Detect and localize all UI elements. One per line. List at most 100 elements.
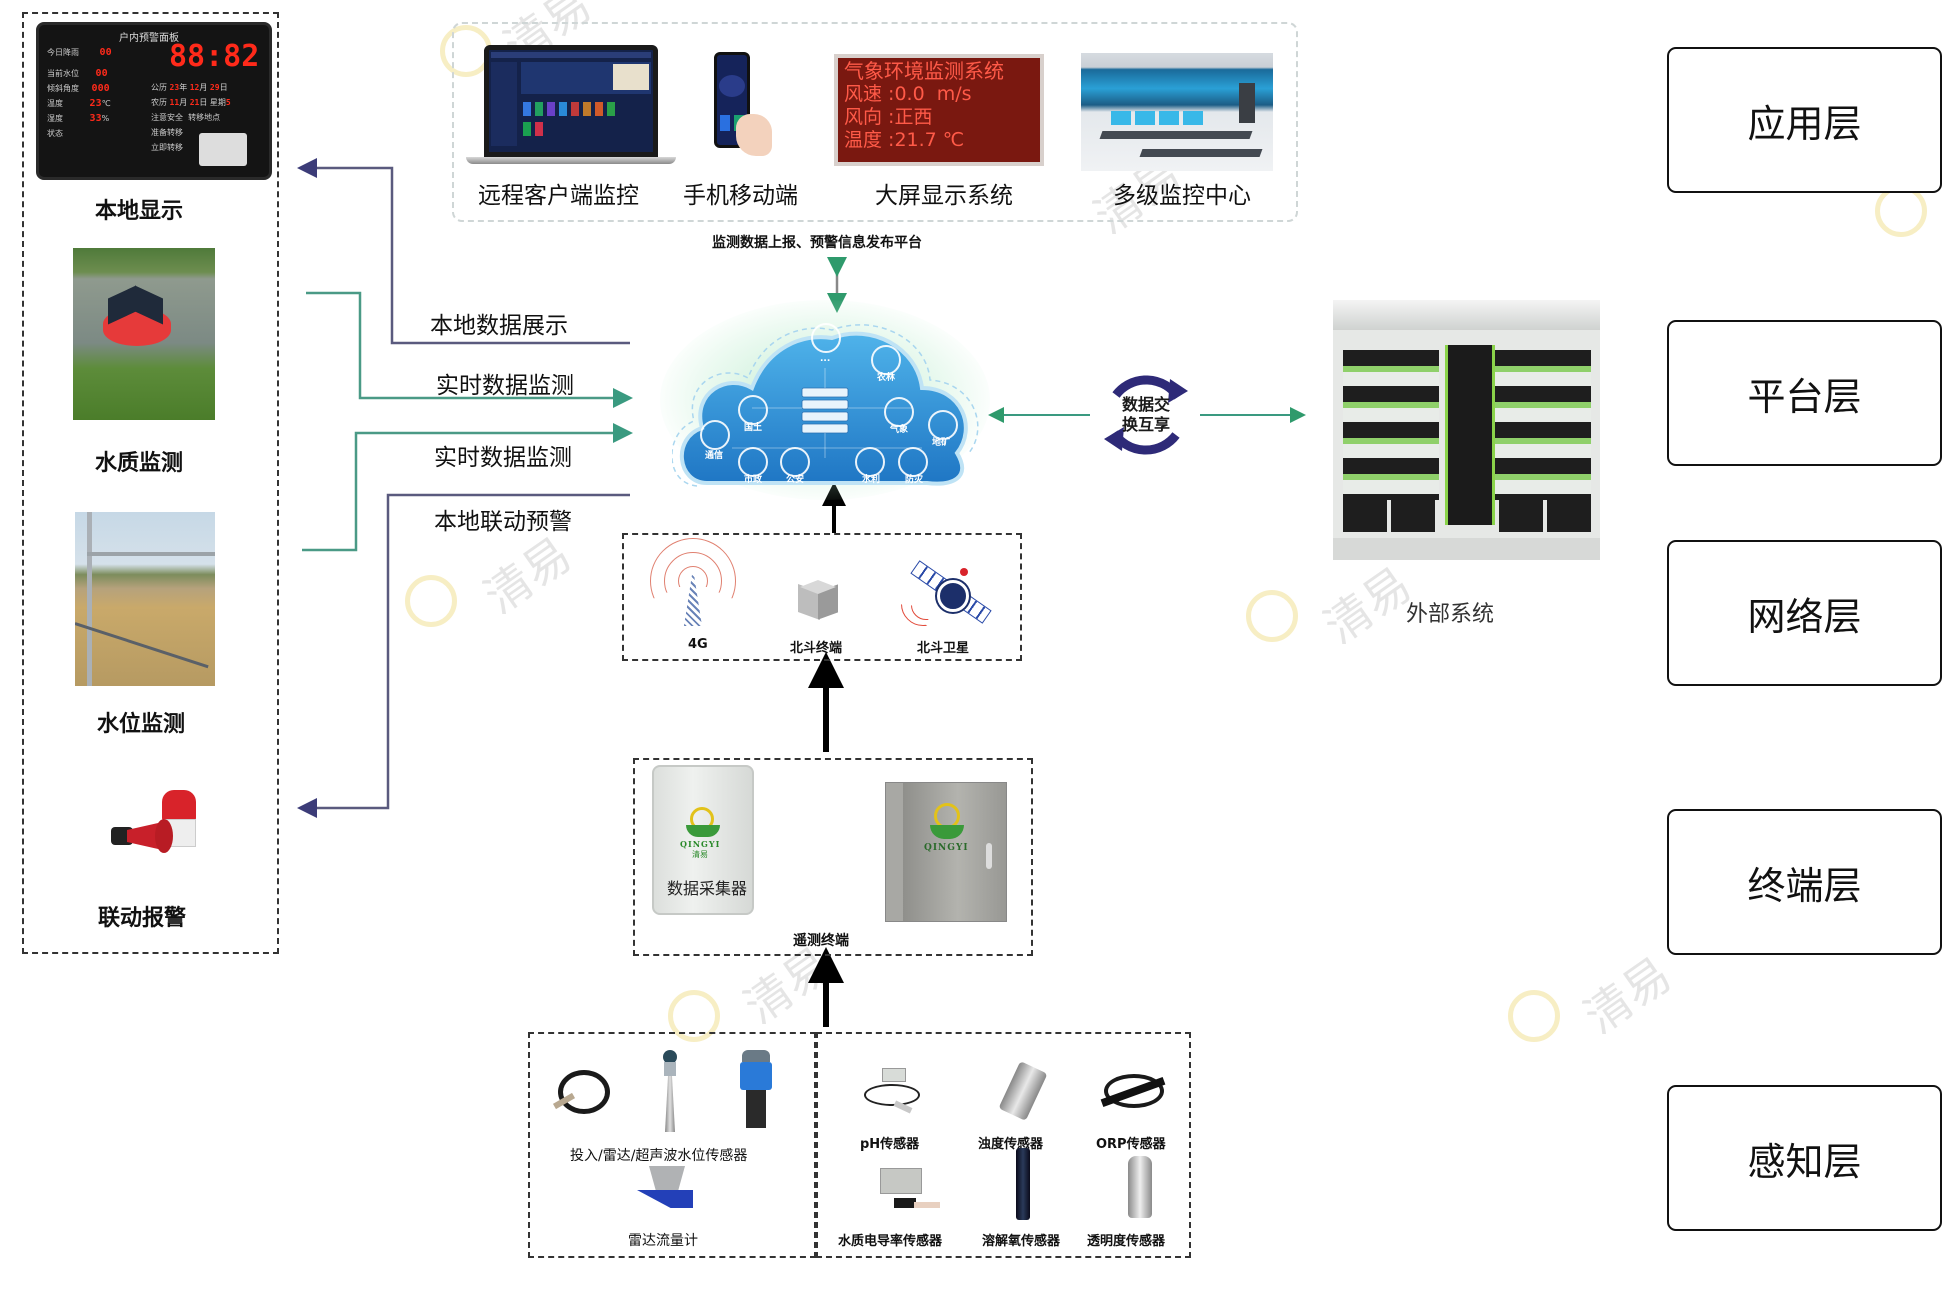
cloud-sector-label: 气象	[890, 425, 909, 435]
panel-note: 立即转移	[151, 143, 183, 152]
led-title: 气象环境监测系统	[844, 59, 1004, 83]
layer-network: 网络层	[1667, 540, 1942, 686]
orp-sensor-icon	[1100, 1070, 1170, 1116]
cloud-sector-label: 市政	[744, 475, 763, 485]
ph-sensor-icon	[860, 1068, 930, 1118]
exchange-label: 数据交 换互享	[1121, 395, 1170, 434]
local-item-label: 水质监测	[95, 451, 184, 476]
app-item-label: 多级监控中心	[1113, 183, 1251, 209]
telemetry-cabinet-icon: QINGYI	[885, 782, 1007, 922]
layer-terminal: 终端层	[1667, 809, 1942, 955]
data-collector-icon: QINGYI 清易 数据采集器	[652, 765, 754, 915]
flow-line-water-quality	[306, 291, 633, 408]
external-system-building-icon[interactable]	[1333, 300, 1600, 560]
panel-row: 湿度 33%	[47, 113, 110, 124]
brand-label: QINGYI	[680, 839, 721, 849]
conductivity-sensor-icon	[872, 1168, 942, 1218]
panel-row: 状态	[47, 129, 63, 138]
panel-row: 倾斜角度 000	[47, 83, 110, 94]
water-level-sensor-label: 投入/雷达/超声波水位传感器	[570, 1148, 748, 1164]
layer-application: 应用层	[1667, 47, 1942, 193]
flow-label: 本地数据展示	[430, 313, 568, 339]
control-room-icon[interactable]	[1081, 53, 1273, 171]
layer-platform: 平台层	[1667, 320, 1942, 466]
mobile-phone-icon[interactable]	[714, 52, 774, 156]
water-quality-sensor-label: 水质电导率传感器	[838, 1234, 943, 1249]
platform-caption: 监测数据上报、预警信息发布平台	[712, 235, 922, 251]
cloud-sector-icon	[738, 395, 768, 425]
flow-label: 实时数据监测	[436, 373, 574, 399]
water-quality-sensor-group	[816, 1032, 1191, 1258]
flow-label: 实时数据监测	[434, 445, 572, 471]
panel-note: 准备转移	[151, 128, 183, 137]
panel-row: 今日降雨 00	[47, 47, 112, 58]
cloud-sector-label: 防灾	[905, 475, 924, 485]
cloud-sector-label: 通信	[705, 451, 724, 461]
laptop-dashboard-icon[interactable]	[466, 45, 676, 167]
cloud-sector-icon	[738, 447, 768, 477]
flow-line-alarm	[297, 493, 630, 818]
network-item-label: 北斗卫星	[917, 641, 970, 656]
flow-line-local-display	[297, 158, 630, 345]
collector-label: 数据采集器	[667, 879, 748, 898]
radar-flowmeter-icon	[637, 1166, 697, 1226]
local-item-label: 水位监测	[97, 712, 186, 737]
panel-row: 温度 23℃	[47, 98, 111, 109]
cloud-sector-icon	[855, 447, 885, 477]
panel-screen	[199, 133, 247, 166]
building-windows	[1343, 350, 1439, 500]
satellite-icon	[901, 560, 995, 630]
panel-date-nl: 农历 11月 21日 星期5	[151, 98, 231, 107]
flowmeter-label: 雷达流量计	[628, 1233, 698, 1249]
siren-alarm-icon	[105, 785, 200, 875]
led-screen-icon[interactable]: 气象环境监测系统 风速 :0.0 m/s 风向 :正西 温度 :21.7 ℃	[834, 54, 1044, 166]
radar-level-sensor-icon	[657, 1050, 683, 1132]
external-system-label: 外部系统	[1406, 602, 1495, 627]
app-item-label: 远程客户端监控	[478, 183, 639, 209]
submersible-sensor-icon	[558, 1070, 610, 1114]
app-item-label: 手机移动端	[683, 183, 798, 209]
cloud-sector-icon	[700, 420, 730, 450]
network-item-label: 北斗终端	[790, 641, 843, 656]
panel-note: 注意安全 转移地点	[151, 113, 221, 122]
brand-label: QINGYI	[924, 843, 969, 853]
cell-tower-icon	[650, 538, 740, 628]
ultrasonic-level-sensor-icon	[738, 1050, 776, 1130]
cloud-sector-icon	[811, 323, 841, 353]
dissolved-oxygen-sensor-icon	[1016, 1148, 1030, 1220]
local-item-label: 本地显示	[95, 199, 184, 224]
warning-panel-icon: 户内预警面板 88:82 今日降雨 00 当前水位 00 倾斜角度 000 温度…	[36, 22, 272, 180]
flow-line-water-level	[302, 423, 633, 552]
flow-label: 本地联动预警	[434, 509, 572, 535]
network-item-label: 4G	[688, 637, 708, 652]
water-quality-sensor-label: 溶解氧传感器	[982, 1234, 1061, 1249]
cloud-sector-label: 农林	[877, 373, 896, 383]
water-quality-sensor-label: 透明度传感器	[1087, 1234, 1166, 1249]
brand-cn-label: 清易	[692, 850, 708, 859]
panel-row: 当前水位 00	[47, 68, 108, 79]
cloud-sector-label: 地矿	[932, 438, 951, 448]
watermark-logo-icon	[668, 990, 720, 1042]
water-quality-sensor-label: pH传感器	[860, 1137, 920, 1152]
cloud-sector-label: ...	[820, 354, 831, 364]
watermark-logo-icon	[405, 575, 457, 627]
application-group	[452, 22, 1298, 222]
cloud-sector-icon	[928, 410, 958, 440]
buoy-photo-icon	[73, 248, 215, 420]
led-line: 温度 :21.7 ℃	[844, 129, 965, 151]
led-line: 风速 :0.0 m/s	[844, 83, 972, 105]
cloud-sector-icon	[884, 397, 914, 427]
local-item-label: 联动报警	[98, 906, 187, 931]
panel-title: 户内预警面板	[119, 33, 179, 44]
panel-date-gl: 公历 23年 12月 29日	[151, 83, 228, 92]
cloud-sector-label: 国土	[744, 423, 763, 433]
cloud-sector-label: 水利	[862, 475, 881, 485]
app-item-label: 大屏显示系统	[875, 183, 1013, 209]
network-group	[622, 533, 1022, 661]
terminal-group-label: 遥测终端	[793, 933, 849, 949]
cloud-sector-icon	[898, 447, 928, 477]
data-exchange-icon[interactable]: 数据交 换互享	[1096, 365, 1196, 465]
cloud-sector-label: 公安	[786, 475, 805, 485]
layer-sensing: 感知层	[1667, 1085, 1942, 1231]
